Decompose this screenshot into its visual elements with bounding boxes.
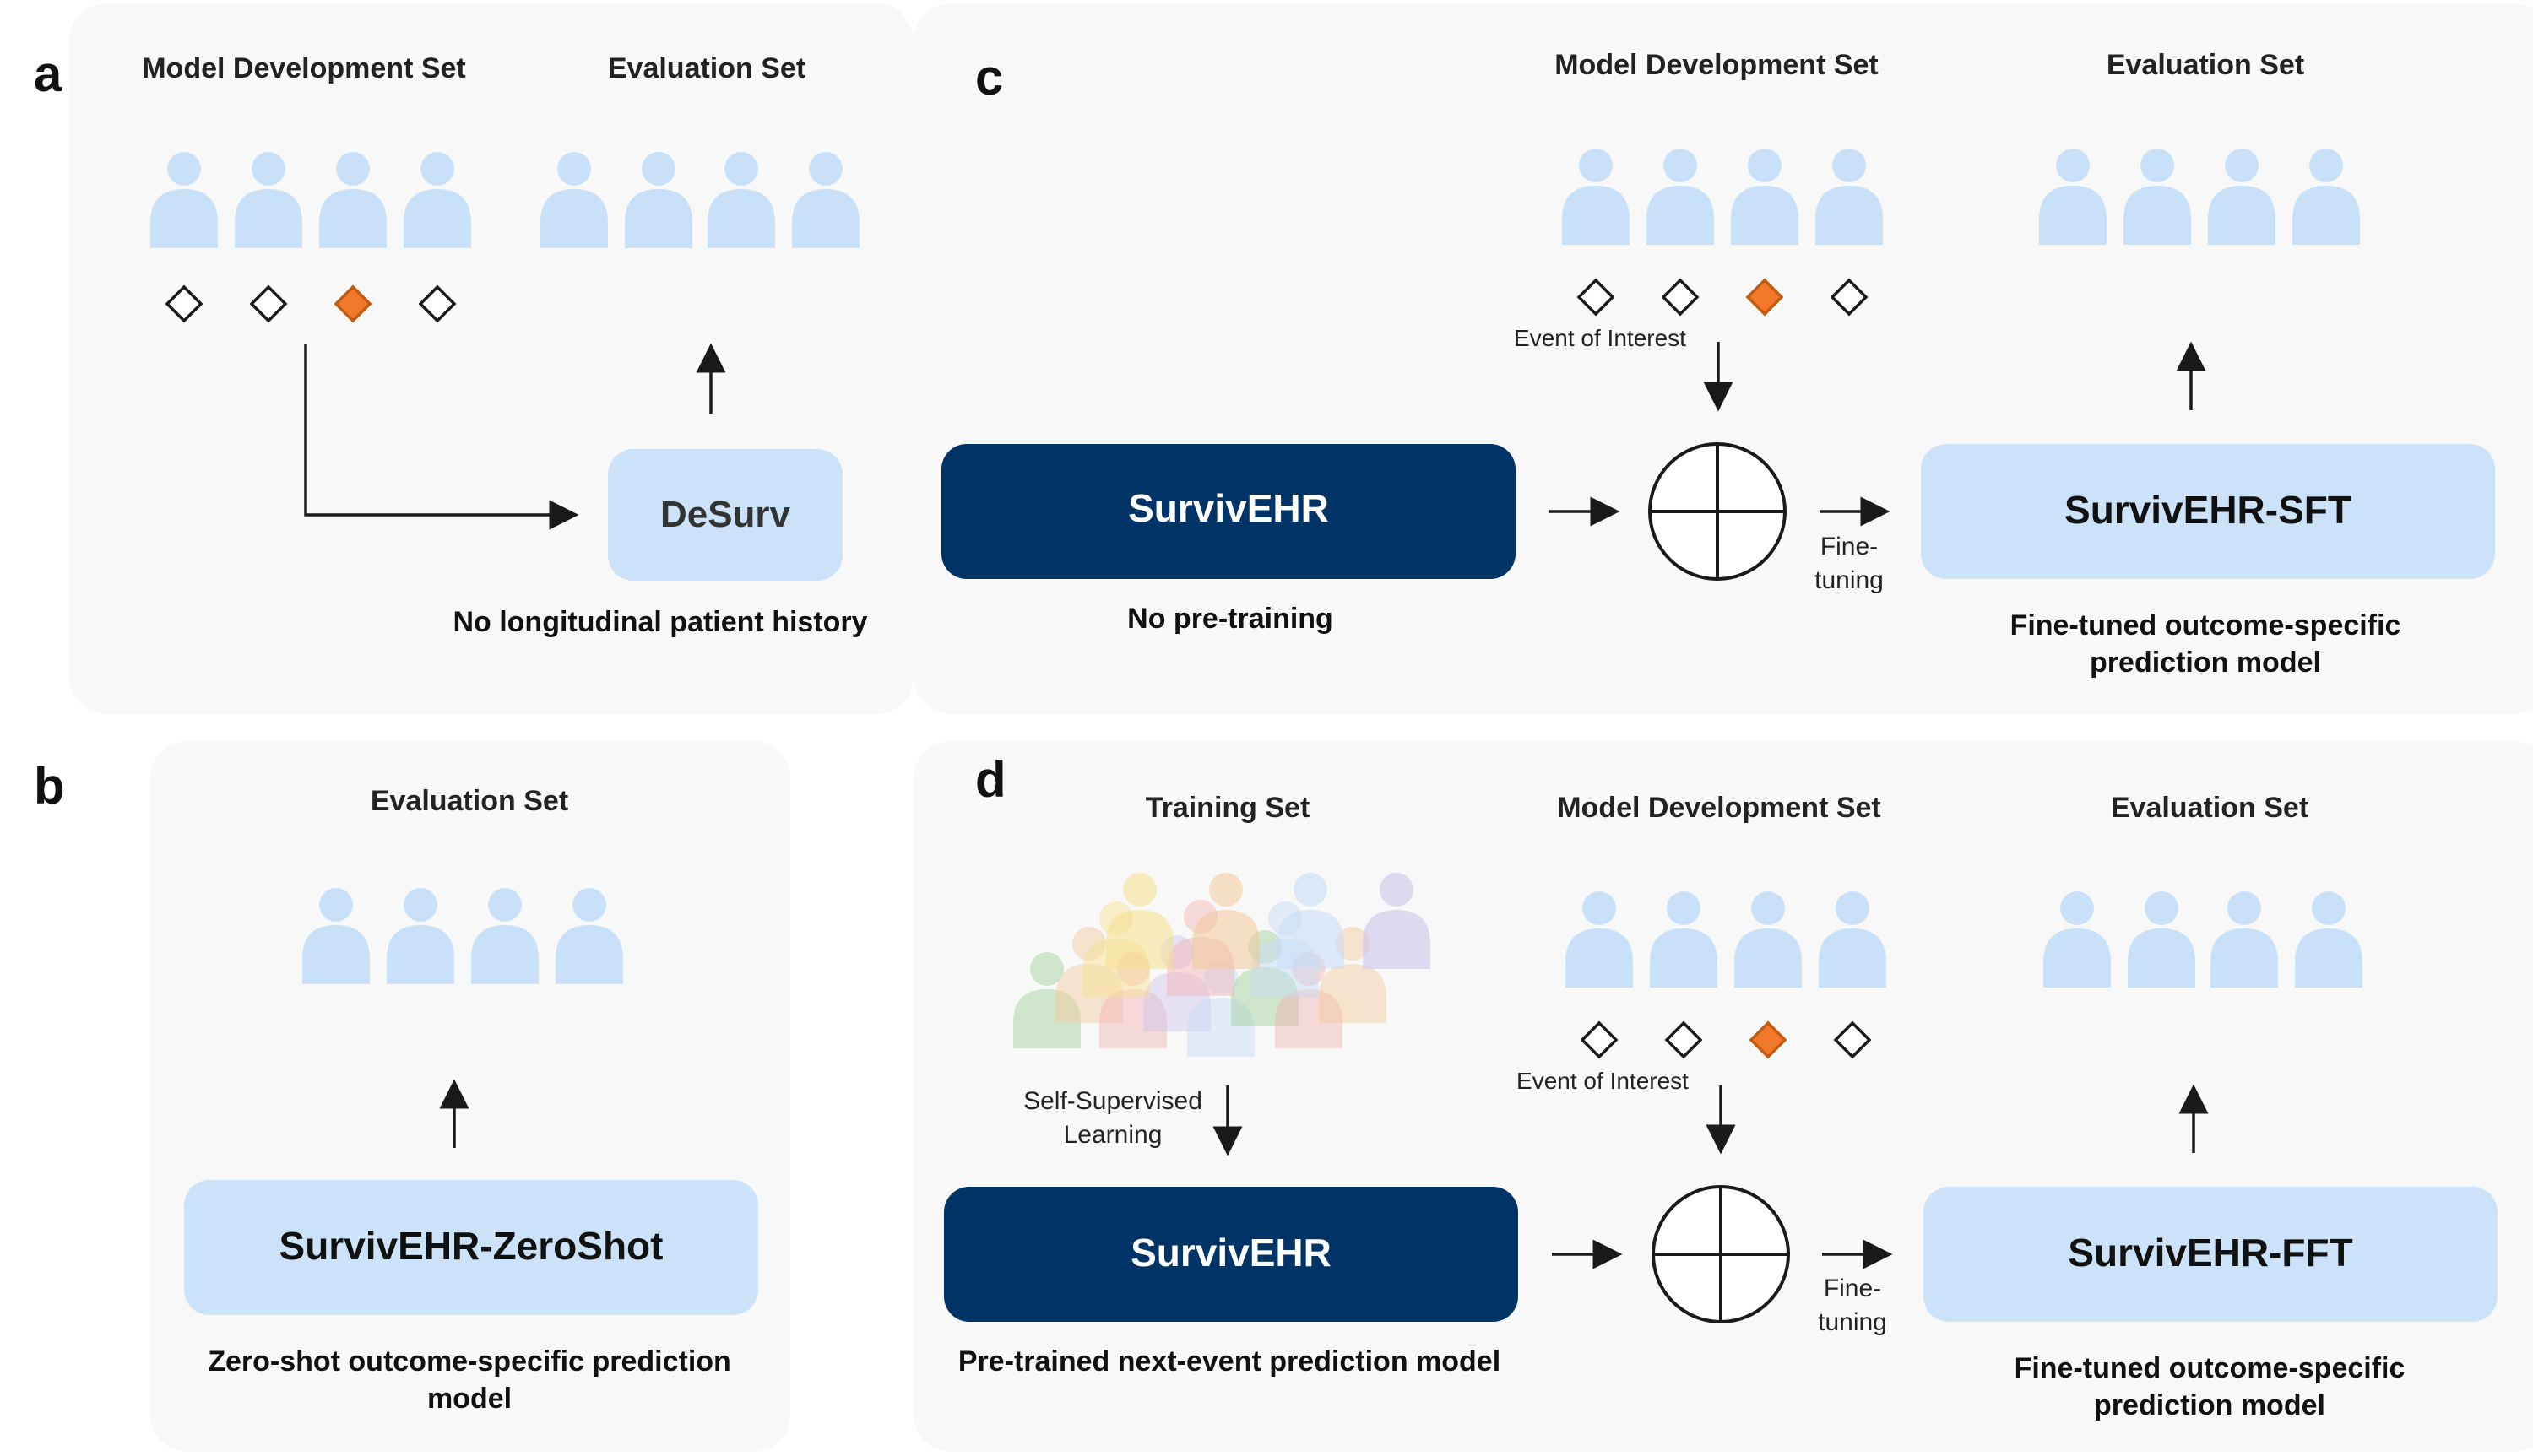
- panel-c-dev-set-label: Model Development Set: [1554, 49, 1879, 81]
- event-marker-icon: [249, 284, 288, 323]
- panel-c-finetune-line1: Fine-: [1820, 533, 1878, 560]
- event-of-interest-marker-icon: [1749, 1020, 1787, 1059]
- panel-d-event-markers: [1580, 1020, 1872, 1059]
- panel-a-dev-to-model-arrow: [304, 344, 579, 530]
- panel-c-base-caption: No pre-training: [1127, 603, 1333, 635]
- panel-c: c Model Development Set Evaluation Set E…: [914, 3, 2533, 714]
- survivehr-zeroshot-label: SurvivEHR-ZeroShot: [279, 1224, 664, 1268]
- panel-c-tuned-caption-line2: prediction model: [2090, 647, 2321, 679]
- event-marker-icon: [165, 284, 203, 323]
- panel-d-event-of-interest-label: Event of Interest: [1516, 1068, 1689, 1094]
- event-of-interest-marker-icon: [1745, 278, 1784, 317]
- panel-b-caption-line1: Zero-shot outcome-specific prediction: [208, 1345, 731, 1378]
- panel-c-event-markers: [1576, 278, 1869, 317]
- event-marker-icon: [1576, 278, 1615, 317]
- panel-c-tuned-caption-line1: Fine-tuned outcome-specific: [2010, 609, 2401, 641]
- combine-icon: [1648, 442, 1787, 581]
- panel-d-base-caption: Pre-trained next-event prediction model: [958, 1345, 1500, 1378]
- desurv-model-label: DeSurv: [660, 494, 791, 535]
- event-marker-icon: [1664, 1020, 1703, 1059]
- survivehr-fft-box: [1923, 1187, 2498, 1322]
- panel-d-finetune-line2: tuning: [1818, 1308, 1887, 1336]
- panel-d: d Training Set Model Development Set Eva…: [914, 741, 2533, 1452]
- panel-d-letter: d: [975, 751, 1006, 808]
- panel-a: a Model Development Set Evaluation Set D…: [34, 3, 914, 714]
- panel-c-eval-set-label: Evaluation Set: [2107, 49, 2304, 81]
- panel-d-survivehr-box: [944, 1187, 1518, 1322]
- panel-a-caption: No longitudinal patient history: [453, 606, 867, 638]
- panel-b: b Evaluation Set SurvivEHR-ZeroShot Zero…: [34, 741, 790, 1452]
- panel-c-survivehr-box: [941, 444, 1516, 579]
- event-marker-icon: [1833, 1020, 1872, 1059]
- event-of-interest-marker-icon: [334, 284, 372, 323]
- combine-icon: [1652, 1185, 1790, 1323]
- desurv-model-box: [608, 449, 843, 581]
- event-marker-icon: [418, 284, 457, 323]
- survivehr-fft-label: SurvivEHR-FFT: [2068, 1231, 2352, 1275]
- panel-b-caption-line2: model: [427, 1383, 512, 1415]
- panel-a-eval-set-label: Evaluation Set: [608, 52, 805, 84]
- event-marker-icon: [1830, 278, 1869, 317]
- survivehr-zeroshot-box: [184, 1180, 758, 1315]
- panel-b-eval-set-label: Evaluation Set: [371, 785, 568, 817]
- panel-b-letter: b: [34, 758, 65, 815]
- panel-c-survivehr-label: SurvivEHR: [1128, 486, 1329, 530]
- panel-d-finetune-line1: Fine-: [1824, 1275, 1881, 1302]
- panel-c-finetune-line2: tuning: [1814, 566, 1884, 594]
- panel-c-letter: c: [975, 49, 1003, 106]
- panel-d-survivehr-label: SurvivEHR: [1131, 1231, 1332, 1275]
- event-marker-icon: [1580, 1020, 1619, 1059]
- panel-d-ssl-line1: Self-Supervised: [1023, 1087, 1202, 1115]
- survivehr-sft-label: SurvivEHR-SFT: [2064, 488, 2351, 532]
- panel-a-letter: a: [34, 46, 62, 102]
- panel-a-event-markers: [165, 284, 457, 323]
- panel-d-tuned-caption-line1: Fine-tuned outcome-specific: [2015, 1352, 2406, 1384]
- panel-d-dev-set-label: Model Development Set: [1557, 792, 1881, 824]
- panel-d-ssl-line2: Learning: [1064, 1121, 1163, 1149]
- panel-d-eval-set-label: Evaluation Set: [2111, 792, 2308, 824]
- panel-d-tuned-caption-line2: prediction model: [2094, 1389, 2325, 1421]
- panel-a-dev-set-label: Model Development Set: [142, 52, 466, 84]
- panel-d-training-set-label: Training Set: [1146, 792, 1310, 824]
- event-marker-icon: [1661, 278, 1700, 317]
- survivehr-sft-box: [1921, 444, 2495, 579]
- panel-c-event-of-interest-label: Event of Interest: [1514, 325, 1686, 351]
